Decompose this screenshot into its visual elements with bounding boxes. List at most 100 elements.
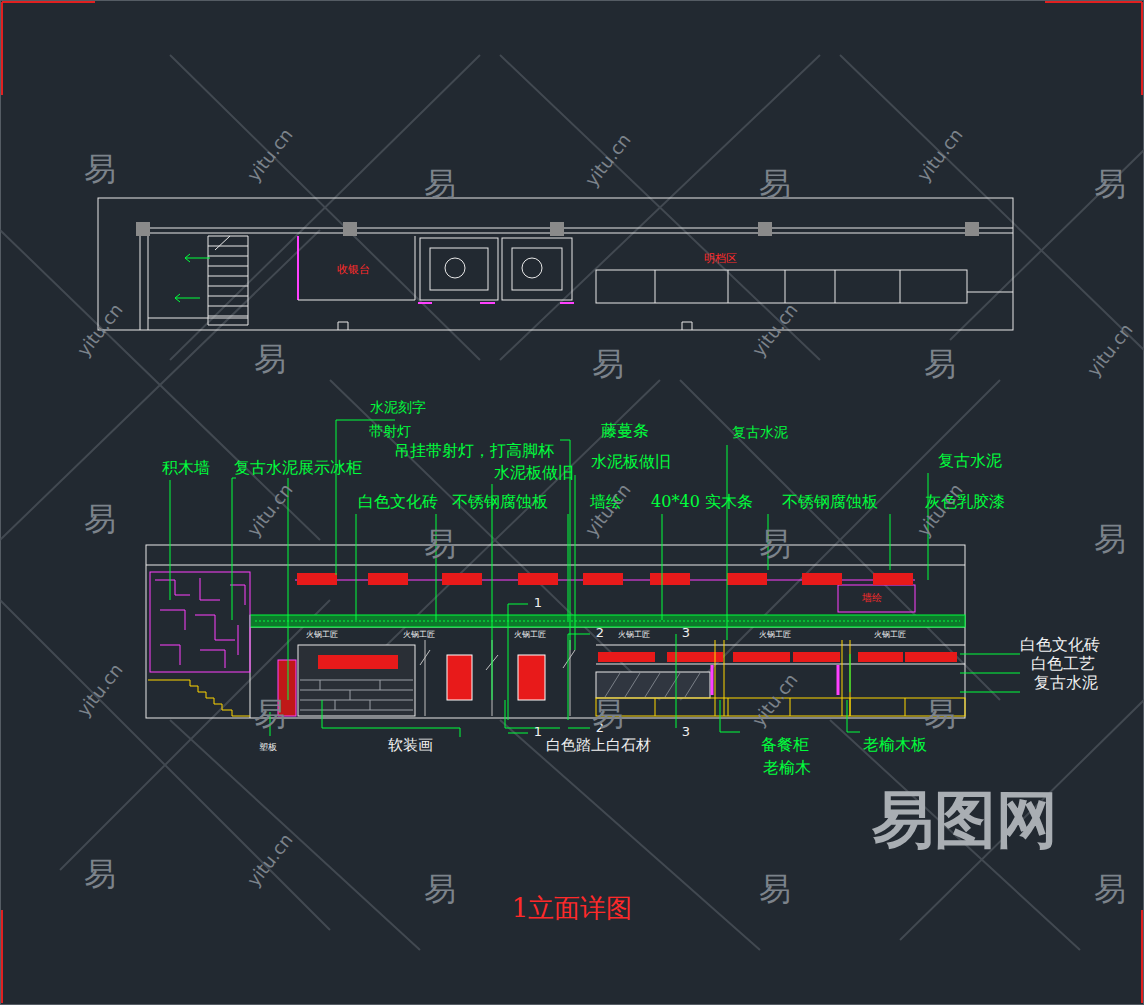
watermark-lines xyxy=(0,55,1144,950)
leader-line xyxy=(288,478,289,700)
watermark: 易 xyxy=(924,697,956,732)
watermark: 易 xyxy=(84,857,116,892)
stair-elevation xyxy=(148,680,250,716)
elevation xyxy=(146,545,965,718)
door-mark xyxy=(338,322,692,330)
watermark: 易 xyxy=(592,347,624,382)
callout-label: 水泥板做旧 xyxy=(494,464,574,482)
section-number: 1 xyxy=(534,596,542,610)
cabinet-light xyxy=(905,652,957,662)
callout-label: 备餐柜 xyxy=(761,736,809,754)
vine-branch xyxy=(420,640,575,716)
bar-light xyxy=(318,655,398,669)
leader-line xyxy=(170,480,171,600)
column xyxy=(136,222,150,236)
watermark: yitu.cn xyxy=(243,480,296,540)
section-number: 1 xyxy=(534,725,542,739)
table-top xyxy=(512,248,562,290)
watermark: yitu.cn xyxy=(243,830,296,890)
area-label: 明档区 xyxy=(704,253,737,265)
sign-label: 火锅工匠 xyxy=(618,631,650,640)
watermark: yitu.cn xyxy=(748,300,801,360)
chair-mark xyxy=(418,302,574,304)
section-number: 3 xyxy=(682,626,690,640)
stair xyxy=(148,236,248,325)
watermark: 易 xyxy=(759,872,791,907)
watermark: 易 xyxy=(592,697,624,732)
area-label: 收银台 xyxy=(337,264,370,276)
callout-label: 40*40 实木条 xyxy=(651,493,753,511)
watermark: 易 xyxy=(759,167,791,202)
cash-counter xyxy=(298,236,415,300)
callout-label: 水泥板做旧 xyxy=(591,453,671,471)
spot-light xyxy=(873,573,913,585)
callout-label: 复古水泥 xyxy=(1034,674,1098,692)
spot-light xyxy=(368,573,408,585)
sign-label: 火锅工匠 xyxy=(514,631,546,640)
section-line xyxy=(676,634,677,728)
watermark: 易 xyxy=(424,872,456,907)
callout-label: 不锈钢腐蚀板 xyxy=(452,493,548,511)
section-line xyxy=(568,634,590,728)
leader-line xyxy=(356,514,357,620)
section-number: 2 xyxy=(596,626,604,640)
spot-light xyxy=(297,573,337,585)
mural-panel xyxy=(838,585,915,612)
column xyxy=(758,222,772,236)
callout-label: 白色文化砖 xyxy=(358,493,438,511)
mural-label: 墙绘 xyxy=(862,592,882,603)
leader-line xyxy=(720,700,860,732)
watermark: yitu.cn xyxy=(73,660,126,720)
drawing-title: 1立面详图 xyxy=(512,894,633,923)
watermark: 易 xyxy=(254,697,286,732)
watermark: 易 xyxy=(1094,167,1126,202)
callout-label: 带射灯 xyxy=(369,424,411,439)
table-round xyxy=(522,258,542,278)
leader-line xyxy=(850,654,1020,692)
callout-label: 积木墙 xyxy=(162,459,210,477)
plan-wall xyxy=(140,228,1013,330)
plan-outline xyxy=(98,198,1013,330)
callout-label: 复古水泥展示冰柜 xyxy=(234,459,362,477)
callout-label: 白色文化砖 xyxy=(1020,636,1100,654)
counter-divider xyxy=(655,270,1013,303)
watermark: yitu.cn xyxy=(243,125,296,185)
elevation-line xyxy=(146,565,965,718)
stone-pattern xyxy=(300,680,413,710)
watermark: 易 xyxy=(84,152,116,187)
watermark: 易 xyxy=(1094,872,1126,907)
leader-line xyxy=(492,484,493,700)
bar-counter xyxy=(298,645,415,716)
section-number: 3 xyxy=(682,725,690,739)
material-label: 塑板 xyxy=(259,743,277,753)
table xyxy=(420,238,498,300)
spot-light xyxy=(802,573,842,585)
open-kitchen-counter xyxy=(596,270,967,303)
stair-cut xyxy=(215,236,230,250)
hatched-panel xyxy=(596,672,710,698)
watermark: yitu.cn xyxy=(748,670,801,730)
leader-line xyxy=(727,445,728,640)
watermark-logo: 易图网 xyxy=(872,786,1058,854)
sign-label: 火锅工匠 xyxy=(874,631,906,640)
shelf-line xyxy=(596,645,965,664)
block-wall xyxy=(150,572,250,672)
leaders xyxy=(170,420,1020,737)
wood-strip-hatch xyxy=(255,621,960,622)
callout-label: 白色工艺 xyxy=(1031,655,1095,673)
column xyxy=(550,222,564,236)
callout-label: 白色踏上白石材 xyxy=(546,737,651,754)
sign-label: 火锅工匠 xyxy=(403,631,435,640)
table xyxy=(502,238,572,300)
painting xyxy=(447,655,472,700)
watermark: yitu.cn xyxy=(581,480,634,540)
spot-light xyxy=(650,573,690,585)
column xyxy=(965,222,979,236)
callout-label: 老榆木 xyxy=(763,759,811,777)
watermark-diagonal xyxy=(0,600,1144,950)
leader-line xyxy=(505,700,560,728)
leader-line xyxy=(232,478,236,620)
section-line xyxy=(508,604,528,733)
